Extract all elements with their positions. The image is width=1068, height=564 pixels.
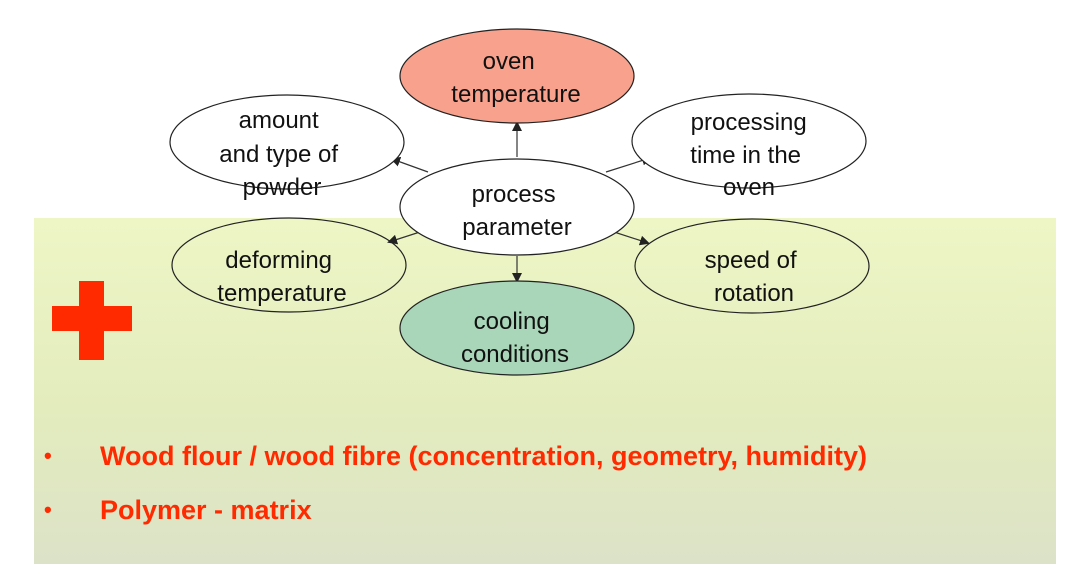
node-deforming-temperature-shape (171, 217, 407, 313)
bullet-marker: • (44, 497, 52, 522)
node-processing-time: processing time in the oven (631, 93, 867, 201)
node-amount-powder-shape (169, 94, 405, 190)
node-oven-temperature: oven temperature (399, 28, 635, 124)
node-cooling-conditions-shape (399, 280, 635, 376)
node-process-parameter-shape (399, 158, 635, 256)
bullet-text-wood-flour: Wood flour / wood fibre (concentration, … (100, 441, 867, 471)
node-oven-temperature-shape (399, 28, 635, 124)
bullet-text-polymer-matrix: Polymer - matrix (100, 495, 312, 525)
node-process-parameter: process parameter (399, 158, 635, 256)
node-deforming-temperature-label: deforming temperature (217, 247, 346, 307)
node-speed-rotation-shape (634, 218, 870, 314)
bullet-marker: • (44, 443, 52, 468)
plus-sign-vertical-bar (79, 281, 104, 360)
node-processing-time-shape (631, 93, 867, 189)
node-speed-rotation-label: speed of rotation (705, 247, 804, 307)
node-cooling-conditions: cooling conditions (399, 280, 635, 376)
node-amount-powder: amount and type of powder (169, 94, 405, 201)
node-deforming-temperature: deforming temperature (171, 217, 407, 313)
arrow-to-speed-rotation (610, 230, 650, 246)
bullet-item-wood-flour: • Wood flour / wood fibre (concentration… (40, 438, 1040, 492)
node-oven-temperature-label: oven temperature (451, 48, 580, 108)
node-speed-rotation: speed of rotation (634, 218, 870, 314)
green-background-panel (34, 218, 1056, 564)
node-process-parameter-label: process parameter (462, 181, 571, 241)
node-cooling-conditions-label: cooling conditions (461, 308, 569, 368)
node-amount-powder-label: amount and type of powder (219, 107, 344, 201)
bullet-list: • Wood flour / wood fibre (concentration… (40, 438, 1040, 546)
bullet-item-polymer-matrix: • Polymer - matrix (40, 492, 1040, 546)
node-processing-time-label: processing time in the oven (690, 109, 813, 201)
arrow-to-amount-powder (390, 157, 429, 173)
